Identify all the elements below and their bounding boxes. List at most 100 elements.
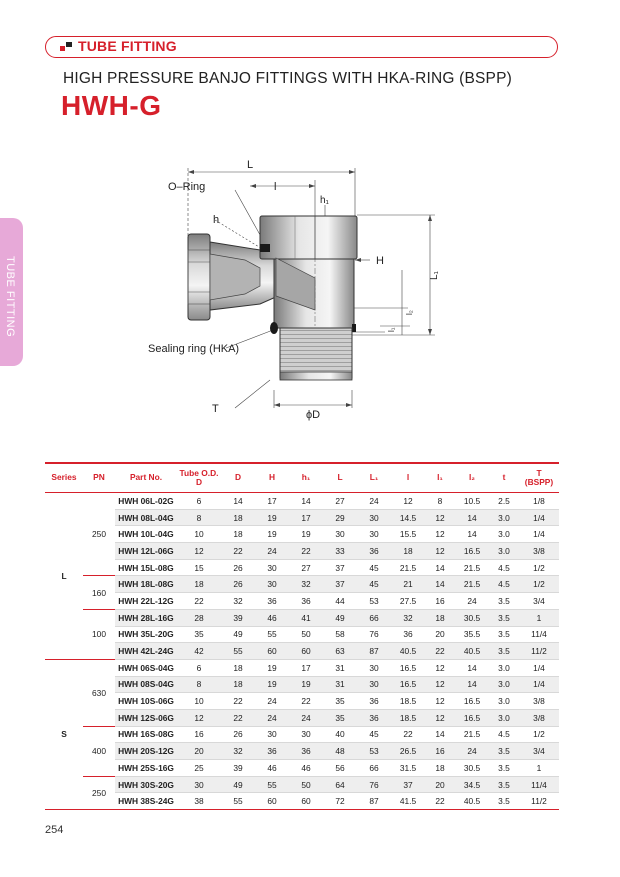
value-cell: 55 bbox=[221, 642, 255, 660]
value-cell: 17 bbox=[289, 658, 323, 677]
value-cell: 18 bbox=[425, 609, 455, 627]
dim-L: L bbox=[247, 159, 253, 171]
dim-l: l bbox=[274, 181, 276, 193]
value-cell: 14 bbox=[221, 492, 255, 510]
value-cell: 32 bbox=[391, 609, 425, 627]
value-cell: 8 bbox=[177, 509, 221, 527]
value-cell: 18 bbox=[221, 676, 255, 694]
value-cell: 58 bbox=[323, 626, 357, 644]
column-header: L bbox=[323, 462, 357, 493]
value-cell: 60 bbox=[289, 642, 323, 660]
value-cell: 55 bbox=[255, 626, 289, 644]
value-cell: 3.5 bbox=[489, 742, 519, 760]
value-cell: 26 bbox=[221, 726, 255, 744]
value-cell: 12 bbox=[425, 509, 455, 527]
value-cell: 14 bbox=[455, 676, 489, 694]
value-cell: 36 bbox=[357, 542, 391, 560]
value-cell: 14 bbox=[425, 575, 455, 594]
value-cell: 36 bbox=[255, 592, 289, 610]
value-cell: 38 bbox=[177, 792, 221, 811]
value-cell: 22 bbox=[289, 692, 323, 710]
value-cell: 12 bbox=[425, 692, 455, 710]
value-cell: 36 bbox=[391, 626, 425, 644]
value-cell: 46 bbox=[289, 759, 323, 777]
pn-cell: 400 bbox=[83, 726, 115, 777]
value-cell: 3/4 bbox=[519, 742, 559, 760]
value-cell: 18 bbox=[221, 509, 255, 527]
value-cell: 40.5 bbox=[391, 642, 425, 660]
dim-h1: h₁ bbox=[320, 195, 330, 206]
value-cell: 44 bbox=[323, 592, 357, 610]
value-cell: 3.5 bbox=[489, 792, 519, 811]
value-cell: 4.5 bbox=[489, 575, 519, 594]
value-cell: 12 bbox=[425, 709, 455, 727]
value-cell: 3/8 bbox=[519, 692, 559, 710]
column-header: Series bbox=[45, 462, 83, 493]
value-cell: 12 bbox=[391, 492, 425, 510]
value-cell: 50 bbox=[289, 776, 323, 794]
value-cell: 30 bbox=[289, 726, 323, 744]
value-cell: 22 bbox=[221, 709, 255, 727]
value-cell: 40 bbox=[323, 726, 357, 744]
pn-cell: 100 bbox=[83, 609, 115, 660]
value-cell: 24 bbox=[455, 592, 489, 610]
value-cell: 45 bbox=[357, 726, 391, 744]
value-cell: 76 bbox=[357, 626, 391, 644]
value-cell: 19 bbox=[255, 509, 289, 527]
value-cell: 30 bbox=[357, 676, 391, 694]
value-cell: 24 bbox=[255, 542, 289, 560]
value-cell: 16.5 bbox=[391, 658, 425, 677]
value-cell: 29 bbox=[323, 509, 357, 527]
dim-T: T bbox=[212, 403, 219, 415]
value-cell: 35.5 bbox=[455, 626, 489, 644]
part-number-cell: HWH 20S-12G bbox=[115, 742, 177, 760]
value-cell: 55 bbox=[255, 776, 289, 794]
value-cell: 14 bbox=[455, 525, 489, 544]
value-cell: 26.5 bbox=[391, 742, 425, 760]
value-cell: 11/4 bbox=[519, 626, 559, 644]
value-cell: 1/4 bbox=[519, 676, 559, 694]
value-cell: 31 bbox=[323, 676, 357, 694]
value-cell: 12 bbox=[177, 542, 221, 560]
value-cell: 1/8 bbox=[519, 492, 559, 510]
part-number-cell: HWH 08L-04G bbox=[115, 509, 177, 527]
value-cell: 10.5 bbox=[455, 492, 489, 510]
value-cell: 1/2 bbox=[519, 726, 559, 744]
value-cell: 55 bbox=[221, 792, 255, 811]
dim-l2: l₂ bbox=[405, 310, 414, 315]
value-cell: 46 bbox=[255, 759, 289, 777]
value-cell: 30 bbox=[357, 658, 391, 677]
value-cell: 66 bbox=[357, 759, 391, 777]
value-cell: 3.0 bbox=[489, 525, 519, 544]
value-cell: 22 bbox=[425, 792, 455, 811]
value-cell: 27.5 bbox=[391, 592, 425, 610]
category-header: TUBE FITTING bbox=[45, 36, 558, 58]
value-cell: 39 bbox=[221, 609, 255, 627]
value-cell: 30.5 bbox=[455, 609, 489, 627]
value-cell: 18.5 bbox=[391, 692, 425, 710]
value-cell: 24 bbox=[357, 492, 391, 510]
value-cell: 60 bbox=[255, 642, 289, 660]
value-cell: 3/4 bbox=[519, 592, 559, 610]
value-cell: 40.5 bbox=[455, 642, 489, 660]
value-cell: 6 bbox=[177, 658, 221, 677]
value-cell: 53 bbox=[357, 742, 391, 760]
value-cell: 35 bbox=[177, 626, 221, 644]
value-cell: 16 bbox=[425, 592, 455, 610]
value-cell: 49 bbox=[221, 776, 255, 794]
value-cell: 40.5 bbox=[455, 792, 489, 811]
value-cell: 18 bbox=[221, 525, 255, 544]
part-number-cell: HWH 22L-12G bbox=[115, 592, 177, 610]
part-number-cell: HWH 16S-08G bbox=[115, 726, 177, 744]
value-cell: 17 bbox=[255, 492, 289, 510]
column-header: Tube O.D.D bbox=[177, 462, 221, 493]
